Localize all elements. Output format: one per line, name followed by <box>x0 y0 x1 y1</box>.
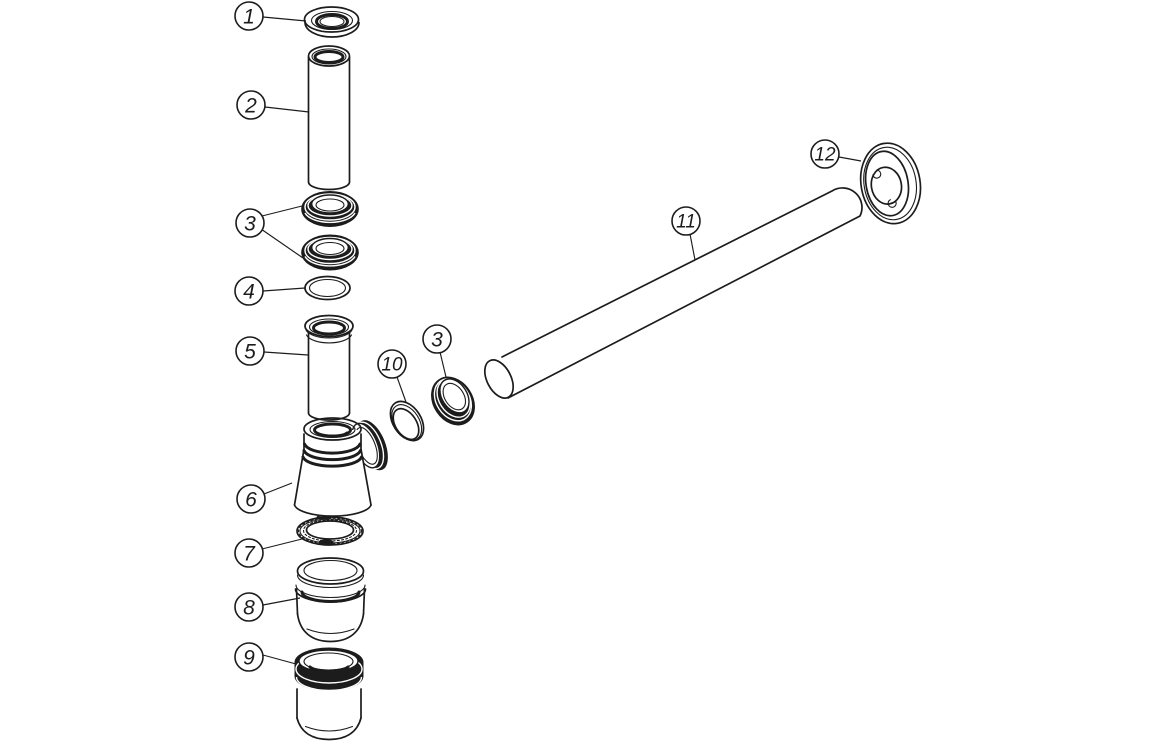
callout-balloon <box>236 484 266 514</box>
callout-bottom-cup: 9 <box>234 642 297 672</box>
callout-balloon <box>377 349 407 379</box>
callout-balloon <box>422 324 452 354</box>
callout-number: 3 <box>244 213 256 236</box>
callout-number: 7 <box>243 543 256 566</box>
leader-line <box>261 538 303 550</box>
callout-balloon <box>810 139 840 169</box>
part-compression-nut-upper <box>301 191 359 227</box>
leader-line <box>261 205 303 217</box>
leader-line <box>262 16 307 22</box>
leader-line <box>262 654 297 665</box>
part-wall-tube <box>483 187 863 399</box>
callout-number: 2 <box>244 95 257 118</box>
callout-number: 1 <box>243 6 255 29</box>
callout-balloon <box>235 208 265 238</box>
callout-number: 10 <box>381 355 403 376</box>
callout-trap-body: 6 <box>236 482 293 514</box>
callout-compression-nut-angled: 3 <box>422 324 452 378</box>
callout-balloon <box>234 276 264 306</box>
callout-number: 11 <box>676 212 696 233</box>
callout-wall-flange: 12 <box>810 139 862 169</box>
callout-balloon <box>234 1 264 31</box>
callout-tailpiece-tube: 2 <box>236 90 310 120</box>
leader-line <box>263 351 309 356</box>
leader-line <box>262 287 306 292</box>
part-telescopic-tube <box>304 314 354 421</box>
callout-balloon <box>671 206 701 236</box>
callout-balloon <box>236 90 266 120</box>
leader-line <box>838 156 862 162</box>
callout-number: 4 <box>243 281 255 304</box>
callout-number: 9 <box>243 647 255 670</box>
callout-balloon <box>234 592 264 622</box>
part-trap-body <box>293 417 388 518</box>
callout-flat-washer: 4 <box>234 276 306 306</box>
part-taper-ring <box>389 400 425 442</box>
leader-line <box>396 376 407 403</box>
part-compression-nut-angled <box>431 376 475 426</box>
part-flat-washer <box>304 275 351 301</box>
part-inner-cup <box>294 557 367 643</box>
leader-line <box>439 351 447 378</box>
leader-line <box>689 233 696 261</box>
callout-balloon <box>234 538 264 568</box>
callout-number: 12 <box>814 145 836 166</box>
callout-balloon <box>235 336 265 366</box>
part-bottom-cup <box>294 647 364 741</box>
leader-line <box>262 597 301 606</box>
leader-line <box>260 228 304 259</box>
callout-number: 6 <box>245 489 257 512</box>
part-wall-flange <box>859 142 922 225</box>
callout-number: 3 <box>431 329 443 352</box>
callout-taper-ring: 10 <box>377 349 407 403</box>
callout-waste-flange: 1 <box>234 1 307 31</box>
callout-wall-tube: 11 <box>671 206 701 261</box>
leader-line <box>264 106 310 113</box>
callout-telescopic-tube: 5 <box>235 336 309 366</box>
part-seal-ring <box>296 516 364 546</box>
callout-compression-nuts: 3 <box>235 205 304 259</box>
callout-balloon <box>234 642 264 672</box>
part-compression-nut-lower <box>301 234 359 271</box>
callout-number: 5 <box>244 341 256 364</box>
callout-inner-cup: 8 <box>234 592 301 622</box>
leader-line <box>263 482 293 495</box>
part-waste-flange <box>303 6 360 38</box>
part-tailpiece-tube <box>307 45 351 191</box>
callout-number: 8 <box>243 597 255 620</box>
callout-seal-ring: 7 <box>234 538 303 568</box>
